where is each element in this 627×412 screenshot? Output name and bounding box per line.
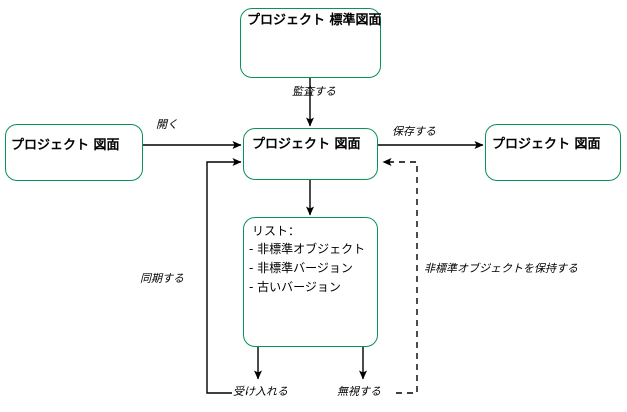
edge-label-open: 開く: [156, 118, 178, 131]
list-box-item-2: - 古いバージョン: [249, 280, 341, 294]
node-working-drawing-label: プロジェクト 図面: [252, 137, 361, 152]
edge-label-keep-nonstandard: 非標準オブジェクトを保持する: [424, 262, 578, 275]
node-source-drawing[interactable]: [5, 124, 143, 181]
node-saved-drawing[interactable]: [485, 124, 621, 181]
edge-label-save: 保存する: [392, 125, 436, 138]
node-working-drawing[interactable]: [243, 128, 378, 180]
edge-label-accept: 受け入れる: [233, 385, 288, 398]
edge-sync-path: [206, 158, 242, 394]
edge-keep-nonstandard-path: [382, 158, 418, 394]
node-list-box[interactable]: [243, 217, 378, 347]
list-box-title: リスト：: [252, 224, 301, 238]
node-standard-drawing-label: プロジェクト 標準図面: [247, 13, 382, 28]
edge-label-ignore: 無視する: [337, 385, 381, 398]
node-source-drawing-label: プロジェクト 図面: [11, 138, 120, 153]
node-standard-drawing[interactable]: [240, 8, 381, 78]
edge-label-audit: 監査する: [292, 85, 336, 98]
list-box-item-0: - 非標準オブジェクト: [249, 242, 366, 256]
list-box-item-1: - 非標準バージョン: [249, 261, 353, 275]
edge-label-sync: 同期する: [140, 272, 184, 285]
node-saved-drawing-label: プロジェクト 図面: [492, 137, 601, 152]
